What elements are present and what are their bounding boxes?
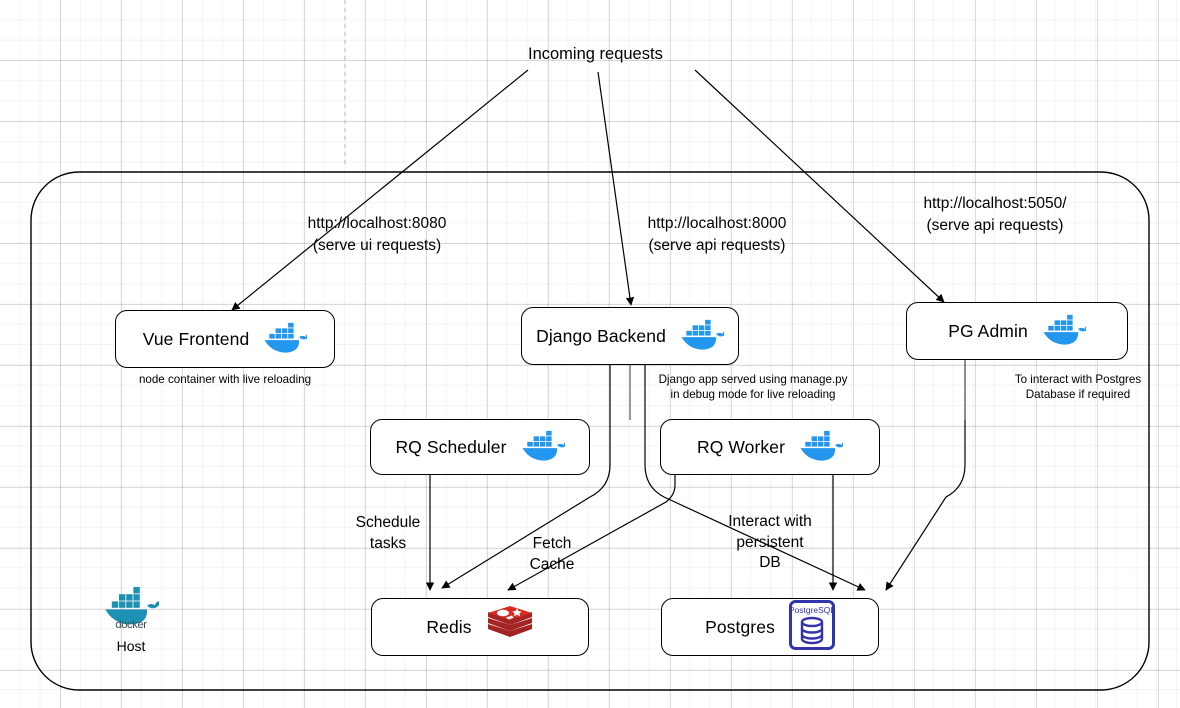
node-label-postgres: Postgres <box>705 616 775 637</box>
node-label-vue-frontend: Vue Frontend <box>142 328 250 349</box>
url-label-backend: http://localhost:8000 (serve api request… <box>647 215 787 254</box>
edge-pg-admin-to-postgres <box>885 360 966 591</box>
url-label-frontend: http://localhost:8080 (serve ui requests… <box>307 215 447 254</box>
node-label-rq-scheduler: RQ Scheduler <box>395 436 507 457</box>
node-vue-frontend[interactable]: Vue Frontend <box>115 310 335 368</box>
host-label: Host <box>116 638 146 654</box>
svg-text:PostgreSQL: PostgreSQL <box>789 605 835 615</box>
edge-label-schedule-tasks: Schedule tasks <box>355 514 421 552</box>
postgresql-icon: PostgreSQL <box>789 599 835 655</box>
node-label-redis: Redis <box>426 616 472 637</box>
node-pg-admin[interactable]: PG Admin <box>906 302 1128 360</box>
page-title: Incoming requests <box>528 45 663 63</box>
node-label-rq-worker: RQ Worker <box>696 436 786 457</box>
caption-django-backend: Django app served using manage.py in deb… <box>658 373 848 401</box>
docker-icon <box>1042 312 1089 351</box>
docker-icon <box>521 428 568 467</box>
host-block: docker Host <box>76 585 186 654</box>
node-label-pg-admin: PG Admin <box>948 320 1028 341</box>
docker-icon <box>263 320 311 359</box>
caption-vue-frontend: node container with live reloading <box>138 373 312 386</box>
node-label-django-backend: Django Backend <box>536 325 666 346</box>
node-rq-worker[interactable]: RQ Worker <box>660 419 880 475</box>
url-label-pgadmin: http://localhost:5050/ (serve api reques… <box>923 195 1067 234</box>
docker-whale-icon: docker <box>103 587 161 633</box>
docker-icon <box>799 428 847 467</box>
edge-label-interact-with-db: Interact with persistent DB <box>728 513 812 571</box>
node-postgres[interactable]: Postgres PostgreSQL <box>661 598 879 656</box>
svg-text:docker: docker <box>115 619 147 629</box>
edge-incoming-to-django-backend <box>597 71 635 306</box>
node-django-backend[interactable]: Django Backend <box>521 307 739 365</box>
node-rq-scheduler[interactable]: RQ Scheduler <box>370 419 590 475</box>
caption-pg-admin: To interact with Postgres Database if re… <box>1014 373 1142 401</box>
host-container <box>30 171 1150 691</box>
edge-incoming-to-pg-admin <box>694 69 945 303</box>
edge-label-fetch-cache: Fetch Cache <box>529 535 575 573</box>
redis-icon <box>486 604 534 651</box>
docker-icon <box>680 317 728 356</box>
edge-incoming-to-vue-frontend <box>231 69 529 311</box>
node-redis[interactable]: Redis <box>371 598 589 656</box>
